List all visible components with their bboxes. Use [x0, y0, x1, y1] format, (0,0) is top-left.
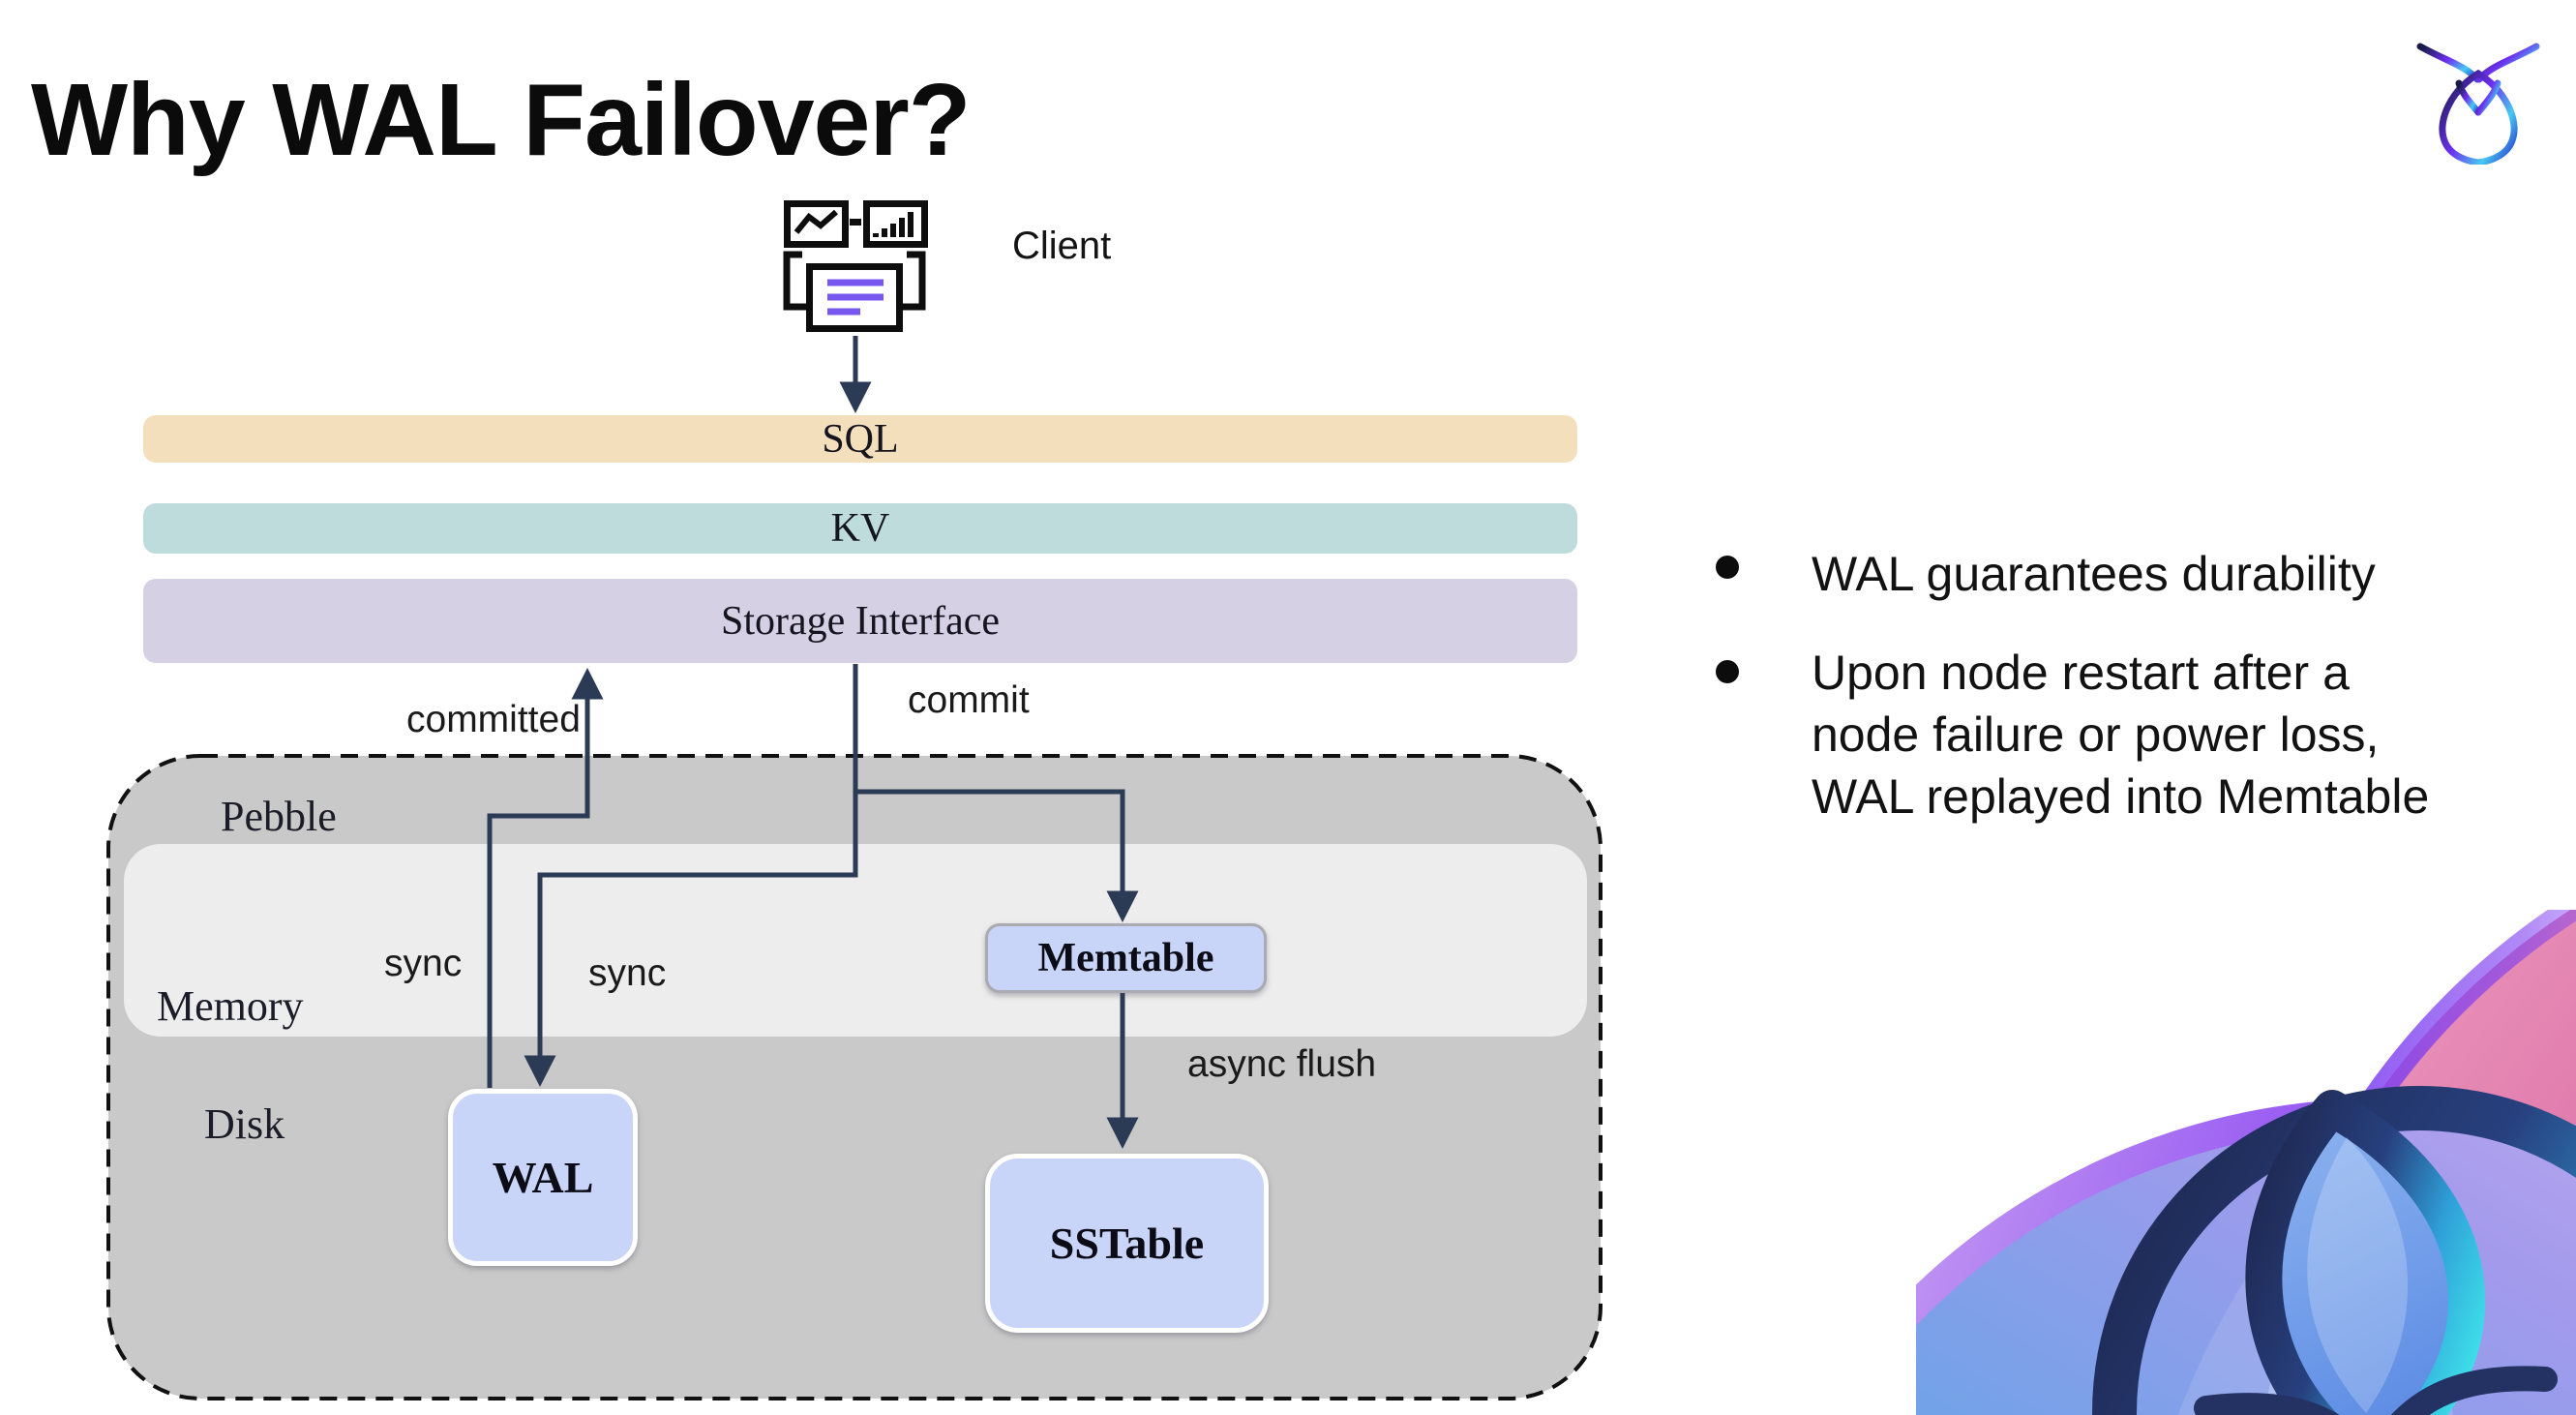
sql-layer-label: SQL [822, 416, 899, 462]
bullet-line: node failure or power loss, [1812, 708, 2380, 762]
bullet-dot [1716, 556, 1739, 579]
page-title: Why WAL Failover? [31, 63, 971, 177]
bullet-item: WAL guarantees durability [1812, 543, 2376, 605]
document-icon [806, 263, 903, 332]
wal-node: WAL [448, 1089, 638, 1266]
committed-edge-label: committed [406, 699, 581, 740]
client-label: Client [1012, 225, 1112, 267]
memtable-node: Memtable [985, 923, 1267, 993]
left-bracket-icon [783, 251, 817, 311]
wal-node-label: WAL [492, 1153, 594, 1202]
line-chart-zigzag [794, 209, 838, 234]
storage-interface-bar: Storage Interface [143, 579, 1577, 663]
sql-layer-bar: SQL [143, 415, 1577, 463]
storage-interface-label: Storage Interface [721, 598, 1000, 644]
memory-label: Memory [157, 982, 304, 1030]
cockroachdb-brand-emblem [1916, 910, 2576, 1415]
right-bracket-icon [892, 251, 926, 311]
pebble-label: Pebble [221, 793, 337, 840]
disk-label: Disk [204, 1100, 285, 1148]
sync-left-edge-label: sync [384, 943, 463, 984]
cockroachdb-logo-icon [2416, 43, 2540, 165]
bullet-line: Upon node restart after a [1812, 646, 2350, 700]
sstable-node: SSTable [985, 1154, 1269, 1333]
committed-arrow [487, 667, 604, 1088]
sstable-node-label: SSTable [1049, 1219, 1205, 1268]
client-workstation-icon [783, 200, 928, 332]
async-flush-edge-label: async flush [1187, 1043, 1377, 1085]
kv-layer-bar: KV [143, 503, 1577, 554]
sync-right-edge-label: sync [588, 952, 667, 994]
commit-to-wal-arrow [524, 664, 858, 1088]
commit-to-memtable-arrow [855, 789, 1139, 923]
bullet-dot [1716, 660, 1739, 683]
commit-edge-label: commit [908, 679, 1030, 721]
memtable-node-label: Memtable [1037, 936, 1214, 980]
bullet-line: WAL replayed into Memtable [1812, 769, 2430, 824]
bullet-item: Upon node restart after a node failure o… [1812, 642, 2429, 828]
kv-layer-label: KV [830, 506, 890, 551]
bullet-line: WAL guarantees durability [1812, 547, 2376, 601]
document-text-lines [827, 279, 884, 316]
